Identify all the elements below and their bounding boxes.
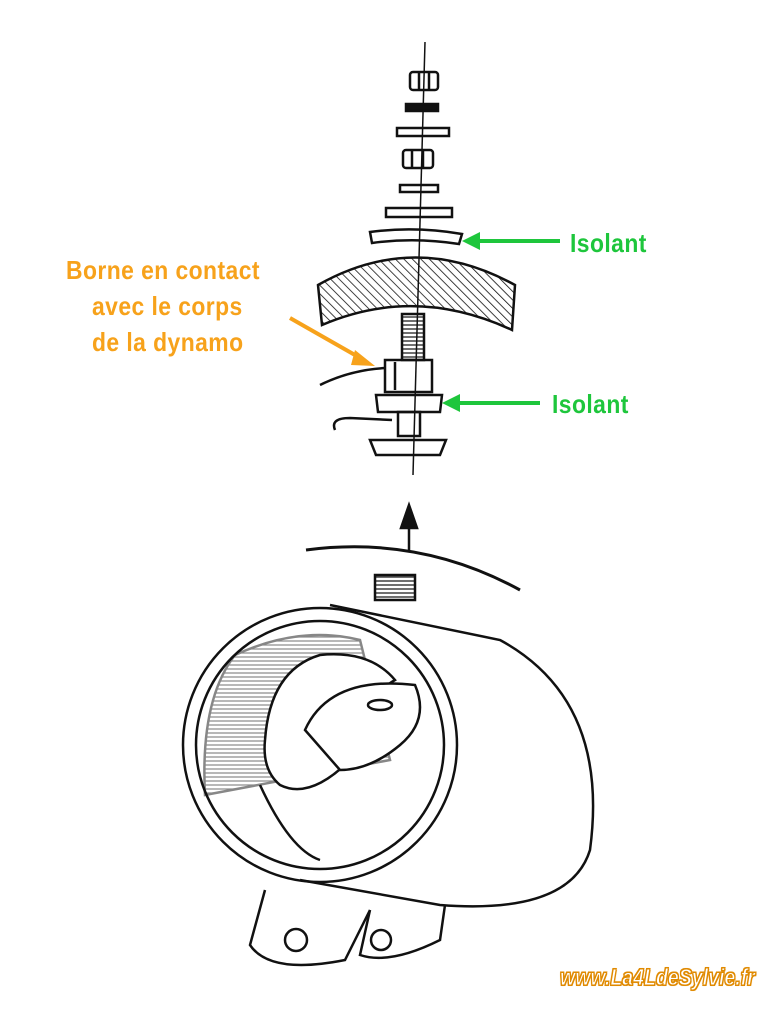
top-nut [408, 70, 440, 92]
arrow-up-icon [399, 501, 419, 530]
label-borne-line2: avec le corps [92, 291, 243, 321]
mounting-foot [248, 889, 372, 967]
dynamo-body-section [316, 256, 517, 332]
nut [401, 148, 435, 170]
watermark: www.La4LdeSylvie.fr [560, 964, 756, 991]
label-isolant-top: Isolant [570, 228, 647, 258]
green-arrow-icon [462, 232, 480, 250]
insulator-washer-top [368, 228, 464, 246]
dynamo-cylinder [299, 603, 595, 908]
terminal-stud [400, 312, 426, 362]
dynamo-end-ring [181, 606, 459, 884]
label-borne-line3: de la dynamo [92, 327, 244, 357]
orange-arrow-icon [351, 350, 375, 366]
label-borne-line1: Borne en contact [66, 255, 260, 285]
insulator-washer-bottom [374, 393, 444, 414]
green-arrow-icon [442, 394, 460, 412]
label-isolant-bottom: Isolant [552, 389, 629, 419]
